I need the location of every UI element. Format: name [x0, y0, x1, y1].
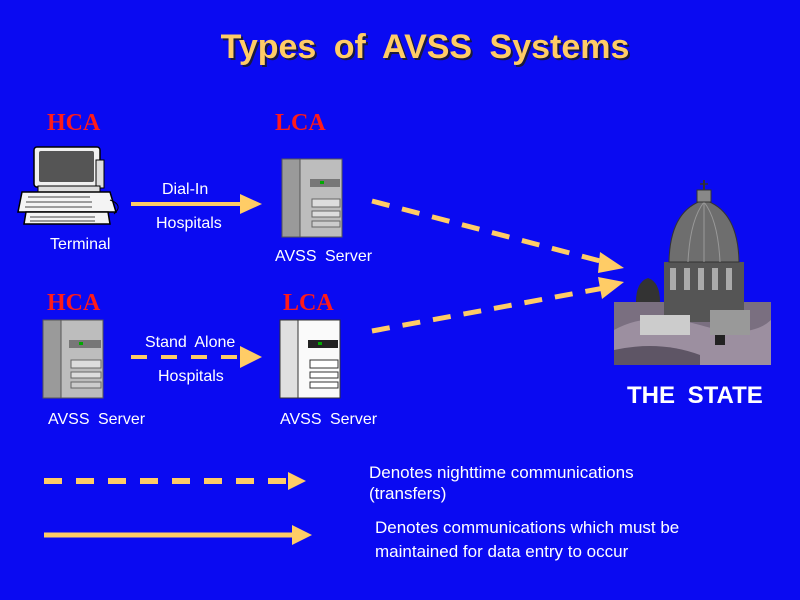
legend-dashed-line2: (transfers) [369, 484, 447, 503]
row1-terminal-label: Terminal [50, 236, 111, 253]
row1-solid-arrow [131, 194, 262, 214]
row2-arrow-label-top: Stand Alone [145, 334, 236, 351]
row1-server-label: AVSS Server [275, 248, 373, 265]
capitol-dome-icon [614, 180, 771, 365]
legend-solid-line1: Denotes communications which must be [375, 518, 680, 537]
page-title: Types of AVSS Systems [220, 28, 630, 66]
row2-lca-label: LCA [283, 290, 334, 316]
row2-arrow-label-bottom: Hospitals [158, 368, 224, 385]
legend-dashed-line1: Denotes nighttime communications [369, 463, 634, 482]
server-tower-icon [279, 319, 341, 399]
legend-solid-arrow [44, 525, 312, 545]
row2-right-server-label: AVSS Server [280, 411, 378, 428]
row2-hca-label: HCA [47, 290, 101, 316]
row2-dashed-arrow [131, 346, 262, 368]
row1-arrow-label-top: Dial-In [162, 181, 209, 198]
server-tower-icon [42, 319, 104, 399]
row1-hca-label: HCA [47, 110, 101, 136]
computer-terminal-icon [17, 146, 119, 225]
state-label: THE STATE [627, 382, 763, 409]
legend-solid-text: Denotes communications which must be mai… [375, 516, 679, 564]
row1-lca-label: LCA [275, 110, 326, 136]
row2-to-state-dashed-arrow [371, 277, 624, 334]
legend-dashed-text: Denotes nighttime communications (transf… [369, 462, 634, 504]
row1-to-state-dashed-arrow [371, 198, 624, 273]
row2-left-server-label: AVSS Server [48, 411, 146, 428]
legend-dashed-arrow [44, 472, 306, 490]
server-tower-icon [281, 158, 343, 238]
legend-solid-line2: maintained for data entry to occur [375, 542, 629, 561]
row1-arrow-label-bottom: Hospitals [156, 215, 222, 232]
